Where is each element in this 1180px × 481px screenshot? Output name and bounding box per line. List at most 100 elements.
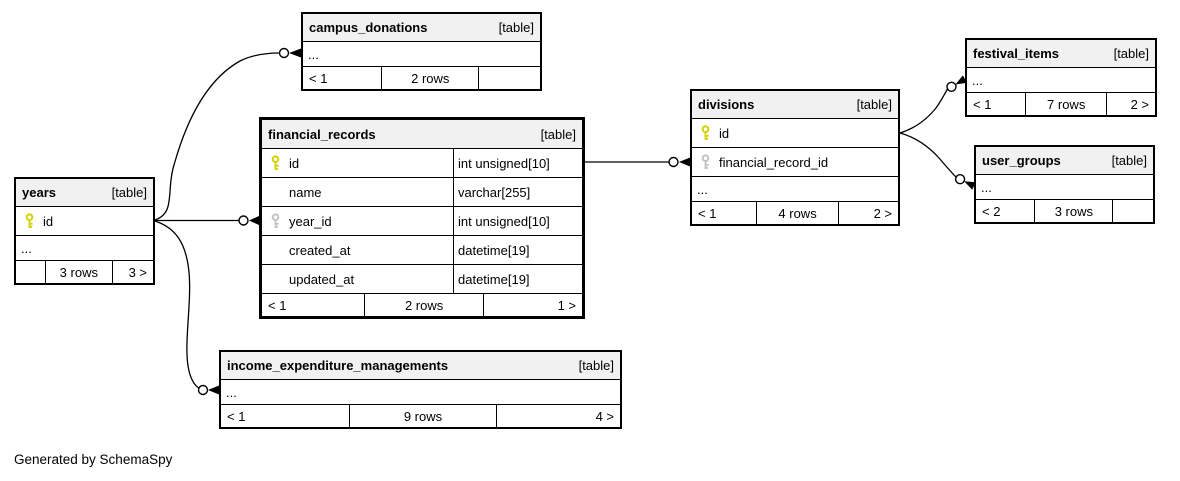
- foreign-key-icon: [271, 213, 280, 228]
- table-header[interactable]: divisions [table]: [692, 91, 898, 118]
- column-name: name: [289, 184, 322, 200]
- ellipsis-text: ...: [308, 46, 319, 62]
- table-type-badge: [table]: [1111, 153, 1147, 168]
- column-name: id: [289, 155, 300, 171]
- table-type-badge: [table]: [540, 126, 576, 142]
- hidden-columns-row: ...: [16, 235, 153, 260]
- table-festival-items[interactable]: festival_items [table] ... < 1 7 rows 2 …: [965, 38, 1157, 117]
- table-financial-records[interactable]: financial_records [table] id int unsigne…: [259, 117, 585, 319]
- column-name: year_id: [289, 213, 332, 229]
- table-header[interactable]: festival_items [table]: [967, 40, 1155, 67]
- ellipsis-text: ...: [21, 240, 32, 256]
- column-name: created_at: [289, 242, 351, 258]
- ellipsis-text: ...: [972, 72, 983, 88]
- footer-children: [478, 67, 540, 89]
- column-row-id: id: [692, 118, 898, 147]
- footer-children: 4 >: [496, 405, 620, 427]
- primary-key-icon: [25, 213, 34, 228]
- column-type: varchar[255]: [453, 178, 582, 206]
- table-title: campus_donations: [309, 20, 428, 35]
- footer-parents: [16, 261, 45, 283]
- footer-children: 1 >: [482, 294, 582, 316]
- column-type: int unsigned[10]: [453, 149, 582, 177]
- generator-note: Generated by SchemaSpy: [14, 452, 173, 467]
- column-row-year-id: year_id int unsigned[10]: [262, 206, 582, 235]
- column-name: updated_at: [289, 271, 355, 287]
- table-footer: < 1 2 rows: [303, 66, 540, 89]
- table-footer: < 1 2 rows 1 >: [262, 293, 582, 316]
- footer-row-count: 3 rows: [1034, 200, 1112, 222]
- table-title: income_expenditure_managements: [227, 358, 449, 373]
- hidden-columns-row: ...: [692, 176, 898, 201]
- footer-parents: < 1: [309, 70, 328, 86]
- column-type: datetime[19]: [453, 265, 582, 293]
- footer-children: 3 >: [111, 261, 153, 283]
- footer-parents: < 1: [698, 205, 717, 221]
- table-type-badge: [table]: [578, 358, 614, 373]
- column-row-id: id: [16, 206, 153, 235]
- table-header[interactable]: income_expenditure_managements [table]: [221, 352, 620, 379]
- column-row-financial-record-id: financial_record_id: [692, 147, 898, 176]
- hidden-columns-row: ...: [221, 379, 620, 404]
- table-title: years: [22, 185, 56, 200]
- table-footer: < 2 3 rows: [976, 199, 1153, 222]
- footer-row-count: 4 rows: [755, 202, 838, 224]
- footer-parents: < 2: [982, 203, 1001, 219]
- table-type-badge: [table]: [111, 185, 147, 200]
- column-type: datetime[19]: [453, 236, 582, 264]
- rel-divisions-user-groups: [899, 132, 957, 178]
- rel-years-income-expenditure: [154, 220, 200, 389]
- footer-children: 2 >: [838, 202, 898, 224]
- footer-row-count: 7 rows: [1025, 93, 1106, 115]
- column-type: int unsigned[10]: [453, 207, 582, 235]
- hidden-columns-row: ...: [967, 67, 1155, 92]
- footer-row-count: 3 rows: [44, 261, 112, 283]
- table-header[interactable]: years [table]: [16, 179, 153, 206]
- table-type-badge: [table]: [498, 20, 534, 35]
- rel-divisions-festival-items: [899, 88, 949, 134]
- column-row-updated-at: updated_at datetime[19]: [262, 264, 582, 293]
- table-user-groups[interactable]: user_groups [table] ... < 2 3 rows: [974, 145, 1155, 224]
- ellipsis-text: ...: [981, 179, 992, 195]
- table-footer: < 1 4 rows 2 >: [692, 201, 898, 224]
- footer-parents: < 1: [973, 96, 992, 112]
- primary-key-icon: [701, 125, 710, 140]
- table-income-expenditure-managements[interactable]: income_expenditure_managements [table] .…: [219, 350, 622, 429]
- rel-years-campus-donations: [154, 52, 280, 221]
- footer-parents: < 1: [268, 297, 287, 313]
- table-type-badge: [table]: [856, 97, 892, 112]
- column-name: id: [719, 125, 730, 141]
- table-years[interactable]: years [table] id ... 3 rows 3 >: [14, 177, 155, 285]
- ellipsis-text: ...: [226, 384, 237, 400]
- table-footer: 3 rows 3 >: [16, 260, 153, 283]
- table-footer: < 1 7 rows 2 >: [967, 92, 1155, 115]
- table-footer: < 1 9 rows 4 >: [221, 404, 620, 427]
- table-type-badge: [table]: [1113, 46, 1149, 61]
- table-title: user_groups: [982, 153, 1061, 168]
- table-campus-donations[interactable]: campus_donations [table] ... < 1 2 rows: [301, 12, 542, 91]
- table-title: financial_records: [268, 126, 376, 142]
- column-row-created-at: created_at datetime[19]: [262, 235, 582, 264]
- column-row-id: id int unsigned[10]: [262, 148, 582, 177]
- column-name: id: [43, 213, 54, 229]
- column-name: financial_record_id: [719, 154, 829, 170]
- footer-children: [1112, 200, 1153, 222]
- table-header[interactable]: campus_donations [table]: [303, 14, 540, 41]
- footer-row-count: 2 rows: [364, 294, 482, 316]
- hidden-columns-row: ...: [976, 174, 1153, 199]
- table-title: divisions: [698, 97, 755, 112]
- table-header[interactable]: financial_records [table]: [262, 120, 582, 148]
- table-header[interactable]: user_groups [table]: [976, 147, 1153, 174]
- foreign-key-icon: [701, 154, 710, 169]
- primary-key-icon: [271, 155, 280, 170]
- column-row-name: name varchar[255]: [262, 177, 582, 206]
- hidden-columns-row: ...: [303, 41, 540, 66]
- ellipsis-text: ...: [697, 181, 708, 197]
- table-divisions[interactable]: divisions [table] id financial_record_id…: [690, 89, 900, 226]
- footer-row-count: 9 rows: [348, 405, 497, 427]
- table-title: festival_items: [973, 46, 1059, 61]
- footer-children: 2 >: [1106, 93, 1155, 115]
- footer-row-count: 2 rows: [381, 67, 478, 89]
